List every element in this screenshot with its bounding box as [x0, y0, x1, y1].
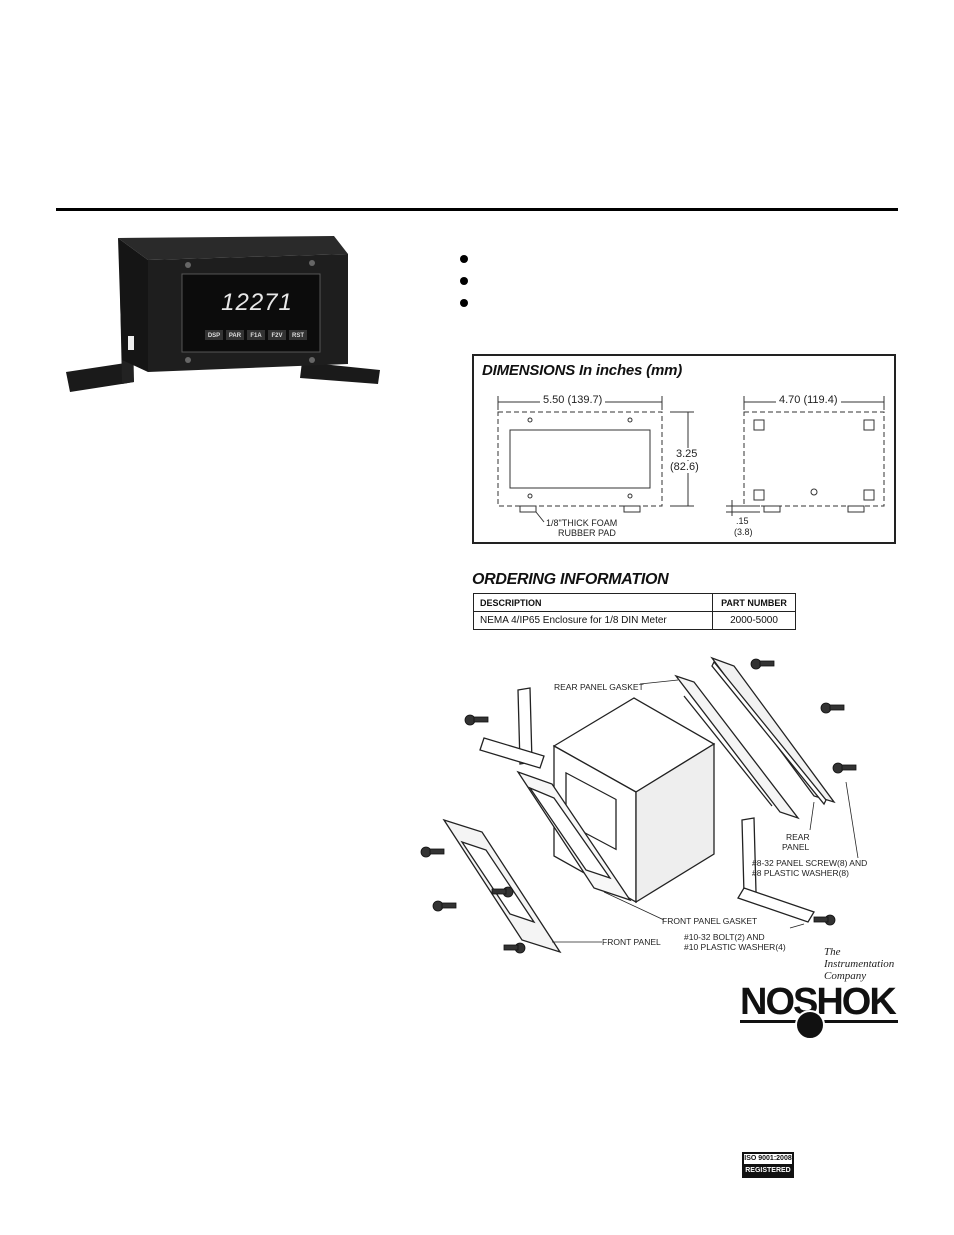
dimensions-box: DIMENSIONS In inches (mm)	[472, 354, 896, 544]
ordering-title: ORDERING INFORMATION	[472, 571, 669, 588]
rear-panel-label-line-2: PANEL	[782, 842, 810, 852]
front-panel-label: FRONT PANEL	[602, 937, 661, 947]
side-width-label: 4.70 (119.4)	[776, 394, 841, 406]
photo-button-par: PAR	[229, 333, 242, 339]
header-rule	[56, 208, 898, 211]
logo-gauge-icon	[795, 1010, 825, 1040]
front-height-mm-label: (82.6)	[670, 461, 699, 473]
panel-screw-label-line-1: #8-32 PANEL SCREW(8) AND	[752, 858, 868, 868]
photo-button-f1a: F1A	[250, 333, 262, 339]
company-tagline: The Instrumentation Company	[824, 946, 895, 982]
pad-thickness-mm-label: (3.8)	[734, 527, 753, 537]
photo-display-value: 12271	[221, 289, 293, 316]
iso-badge: ISO 9001:2008 REGISTERED	[742, 1152, 794, 1178]
bolt-label-line-2: #10 PLASTIC WASHER(4)	[684, 942, 786, 952]
table-row: NEMA 4/IP65 Enclosure for 1/8 DIN Meter …	[473, 611, 796, 630]
photo-button-dsp: DSP	[208, 333, 220, 339]
front-height-label: 3.25	[676, 448, 698, 460]
enclosure-photo: 12271 DSP PAR F1A F2V RST	[66, 236, 380, 392]
noshok-logo: NOSHOK	[740, 980, 898, 1040]
bullet-icon	[460, 299, 468, 307]
ordering-header-description: DESCRIPTION	[473, 593, 713, 612]
bullet-icon	[460, 255, 468, 263]
ordering-header-row: DESCRIPTION PART NUMBER	[473, 593, 796, 612]
photo-button-f2v: F2V	[271, 333, 282, 339]
feature-list	[456, 250, 876, 316]
pad-note-line-2: RUBBER PAD	[558, 528, 616, 538]
exploded-assembly: REAR PANEL GASKET REAR PANEL #8-32 PANEL…	[414, 652, 904, 962]
bolt-label-line-1: #10-32 BOLT(2) AND	[684, 932, 765, 942]
feature-item	[456, 294, 876, 316]
pad-thickness-label: .15	[736, 516, 749, 526]
panel-screw-label-line-2: #8 PLASTIC WASHER(8)	[752, 868, 849, 878]
rear-panel-gasket-label: REAR PANEL GASKET	[554, 682, 644, 692]
ordering-part-number-cell: 2000-5000	[712, 611, 796, 630]
front-panel-gasket-label: FRONT PANEL GASKET	[662, 916, 758, 926]
front-width-label: 5.50 (139.7)	[540, 394, 606, 406]
pad-note-line-1: 1/8"THICK FOAM	[546, 518, 618, 528]
dimensions-title: DIMENSIONS In inches (mm)	[482, 362, 683, 379]
rear-panel-label-line-1: REAR	[786, 832, 810, 842]
ordering-description-cell: NEMA 4/IP65 Enclosure for 1/8 DIN Meter	[473, 611, 713, 630]
feature-item	[456, 250, 876, 272]
exploded-drawing	[420, 656, 859, 954]
bullet-icon	[460, 277, 468, 285]
ordering-table: DESCRIPTION PART NUMBER NEMA 4/IP65 Encl…	[473, 593, 796, 630]
feature-item	[456, 272, 876, 294]
photo-button-rst: RST	[292, 333, 304, 339]
ordering-header-part-number: PART NUMBER	[712, 593, 796, 612]
